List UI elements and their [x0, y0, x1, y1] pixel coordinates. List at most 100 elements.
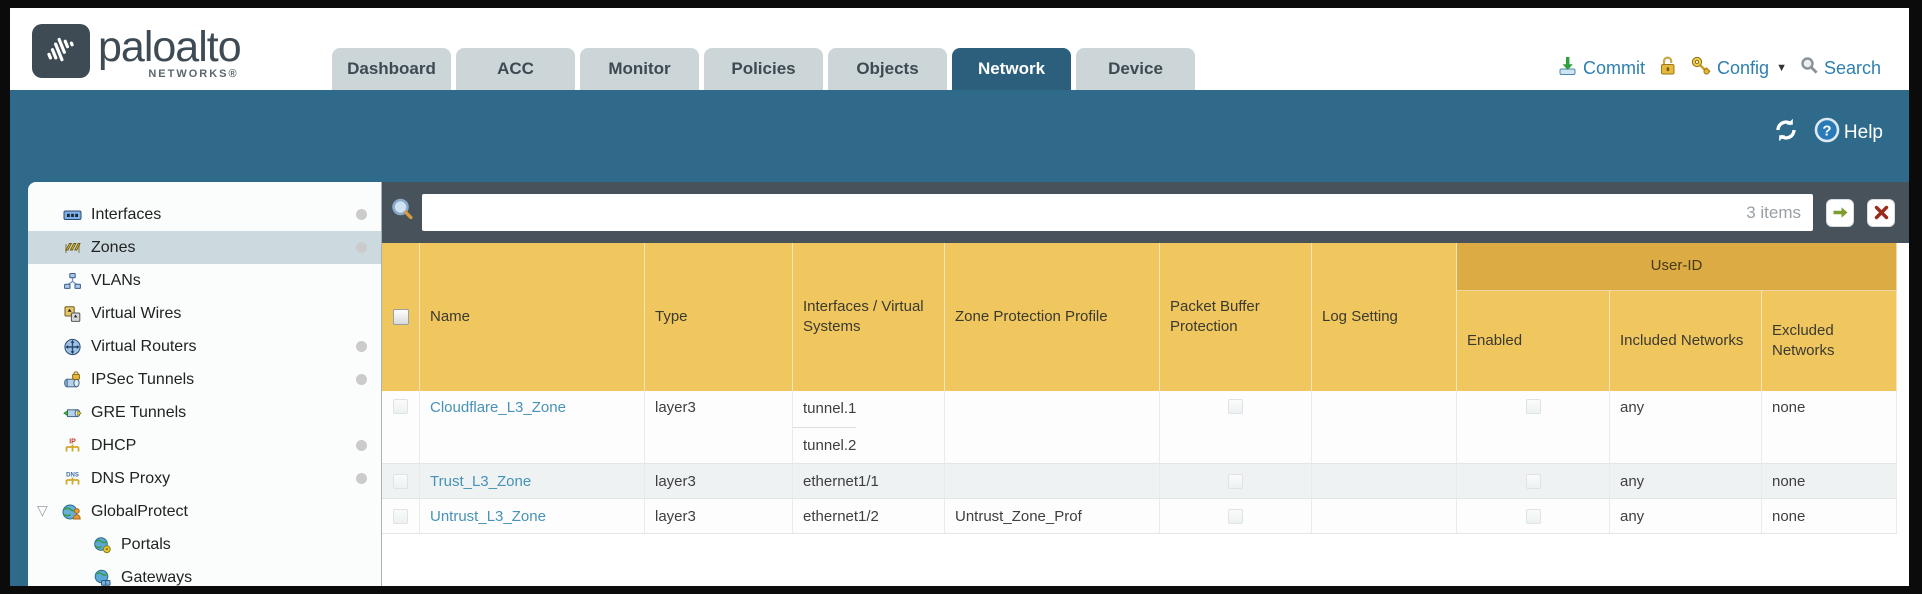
global-search-button[interactable]: Search: [1800, 56, 1881, 80]
packet-buffer-protection-checkbox[interactable]: [1228, 473, 1243, 489]
excluded-networks-cell: none: [1762, 499, 1897, 533]
refresh-icon[interactable]: [1772, 116, 1800, 149]
zones-table: Name Type Interfaces / Virtual Systems Z…: [382, 243, 1897, 534]
packet-buffer-protection-checkbox[interactable]: [1228, 399, 1243, 414]
interface-value: tunnel.2: [793, 427, 857, 463]
column-header-interfaces[interactable]: Interfaces / Virtual Systems: [793, 243, 945, 391]
paloalto-logo: paloalto NETWORKS®: [32, 23, 242, 80]
packet-buffer-protection-cell: [1160, 464, 1312, 498]
sidebar-item-virtual-wires[interactable]: Virtual Wires: [28, 297, 381, 330]
zone-name-cell: Cloudflare_L3_Zone: [420, 391, 645, 463]
column-header-log-setting[interactable]: Log Setting: [1312, 243, 1457, 391]
user-id-enabled-cell: [1457, 499, 1610, 533]
zone-name-link[interactable]: Untrust_L3_Zone: [430, 507, 546, 525]
zones-icon: [62, 239, 82, 257]
row-checkbox-cell: [382, 391, 420, 463]
packet-buffer-protection-cell: [1160, 391, 1312, 463]
select-all-checkbox[interactable]: [392, 309, 409, 325]
sidebar-item-interfaces[interactable]: Interfaces: [28, 198, 381, 231]
globalprotect-icon: [62, 503, 82, 521]
sidebar-item-zones[interactable]: Zones: [28, 231, 381, 264]
zone-name-link[interactable]: Trust_L3_Zone: [430, 472, 532, 490]
zone-name-cell: Untrust_L3_Zone: [420, 499, 645, 533]
included-networks-cell: any: [1610, 499, 1762, 533]
user-id-enabled-cell: [1457, 464, 1610, 498]
expander-open-icon[interactable]: ▽: [37, 502, 48, 518]
excluded-networks-cell: none: [1762, 391, 1897, 463]
zone-protection-profile-cell: Untrust_Zone_Prof: [945, 499, 1160, 533]
excluded-networks-cell: none: [1762, 464, 1897, 498]
config-menu-button[interactable]: Config ▼: [1690, 55, 1787, 81]
sidebar-item-gre-tunnels[interactable]: GRE Tunnels: [28, 396, 381, 429]
virtual-wires-icon: [62, 305, 82, 323]
column-header-packet-buffer-protection[interactable]: Packet Buffer Protection: [1160, 243, 1312, 391]
tab-policies[interactable]: Policies: [704, 48, 823, 90]
row-checkbox[interactable]: [393, 399, 408, 414]
column-header-type[interactable]: Type: [645, 243, 793, 391]
row-checkbox[interactable]: [393, 473, 408, 489]
tab-acc[interactable]: ACC: [456, 48, 575, 90]
filter-input[interactable]: [434, 203, 1747, 222]
sidebar-item-dns-proxy[interactable]: DNS DNS Proxy: [28, 462, 381, 495]
column-header-excluded-networks[interactable]: Excluded Networks: [1762, 291, 1897, 391]
filter-toolbar: 3 items: [382, 182, 1909, 243]
zone-type-cell: layer3: [645, 391, 793, 463]
tab-device[interactable]: Device: [1076, 48, 1195, 90]
sidebar-item-portals[interactable]: Portals: [28, 528, 381, 561]
user-id-enabled-checkbox[interactable]: [1525, 399, 1541, 414]
filter-search-icon: [390, 197, 416, 228]
top-bar: paloalto NETWORKS® Dashboard ACC Monitor…: [10, 8, 1909, 90]
tab-monitor[interactable]: Monitor: [580, 48, 699, 90]
tab-network[interactable]: Network: [952, 48, 1071, 90]
column-header-included-networks[interactable]: Included Networks: [1610, 291, 1762, 391]
zone-interfaces-cell: ethernet1/1: [793, 464, 945, 498]
log-setting-cell: [1312, 391, 1457, 463]
column-header-zone-protection-profile[interactable]: Zone Protection Profile: [945, 243, 1160, 391]
zones-table-header: Name Type Interfaces / Virtual Systems Z…: [382, 243, 1897, 391]
row-checkbox-cell: [382, 464, 420, 498]
brand-name: paloalto: [98, 23, 242, 71]
page-header-band: ? Help: [10, 90, 1909, 182]
zone-name-link[interactable]: Cloudflare_L3_Zone: [430, 399, 566, 416]
sidebar-item-ipsec-tunnels[interactable]: IPSec Tunnels: [28, 363, 381, 396]
paloalto-logo-icon: [32, 24, 90, 78]
content-area: Interfaces Zones VLANs Vir: [10, 182, 1909, 586]
sidebar-item-globalprotect[interactable]: ▽ GlobalProtect: [37, 502, 188, 521]
svg-text:DNS: DNS: [66, 472, 79, 478]
sidebar-item-dhcp[interactable]: IP DHCP: [28, 429, 381, 462]
header-checkbox-cell: [382, 243, 420, 391]
column-header-enabled[interactable]: Enabled: [1457, 291, 1610, 391]
tab-dashboard[interactable]: Dashboard: [332, 48, 451, 90]
user-id-enabled-checkbox[interactable]: [1525, 508, 1541, 524]
user-id-enabled-checkbox[interactable]: [1525, 473, 1541, 489]
lock-icon[interactable]: [1658, 55, 1677, 81]
status-dot: [356, 440, 367, 451]
sidebar-item-vlans[interactable]: VLANs: [28, 264, 381, 297]
apply-filter-button[interactable]: [1826, 198, 1854, 227]
clear-filter-button[interactable]: [1867, 198, 1895, 227]
table-row: Cloudflare_L3_Zone layer3 tunnel.1 tunne…: [382, 391, 1897, 464]
help-button[interactable]: ? Help: [1814, 117, 1883, 149]
table-row: Trust_L3_Zone layer3 ethernet1/1 any non…: [382, 464, 1897, 499]
row-checkbox-cell: [382, 499, 420, 533]
column-group-user-id: User-ID: [1457, 243, 1897, 291]
svg-text:?: ?: [1822, 122, 1831, 139]
empty-space: [382, 534, 1909, 586]
zone-protection-profile-cell: [945, 391, 1160, 463]
row-checkbox[interactable]: [393, 508, 408, 524]
table-row: Untrust_L3_Zone layer3 ethernet1/2 Untru…: [382, 499, 1897, 534]
config-key-icon: [1690, 55, 1712, 81]
gateways-icon: [92, 569, 112, 587]
brand-subtitle: NETWORKS®: [148, 68, 239, 80]
paloalto-logo-text: paloalto NETWORKS®: [98, 23, 242, 80]
commit-button[interactable]: Commit: [1557, 55, 1645, 81]
network-sidebar: Interfaces Zones VLANs Vir: [28, 182, 382, 586]
main-nav-tabs: Dashboard ACC Monitor Policies Objects N…: [332, 48, 1200, 90]
ipsec-tunnels-icon: [62, 370, 82, 389]
packet-buffer-protection-checkbox[interactable]: [1228, 508, 1243, 524]
tab-objects[interactable]: Objects: [828, 48, 947, 90]
sidebar-item-gateways[interactable]: Gateways: [28, 561, 381, 586]
column-header-name[interactable]: Name: [420, 243, 645, 391]
virtual-routers-icon: [62, 338, 82, 356]
sidebar-item-virtual-routers[interactable]: Virtual Routers: [28, 330, 381, 363]
